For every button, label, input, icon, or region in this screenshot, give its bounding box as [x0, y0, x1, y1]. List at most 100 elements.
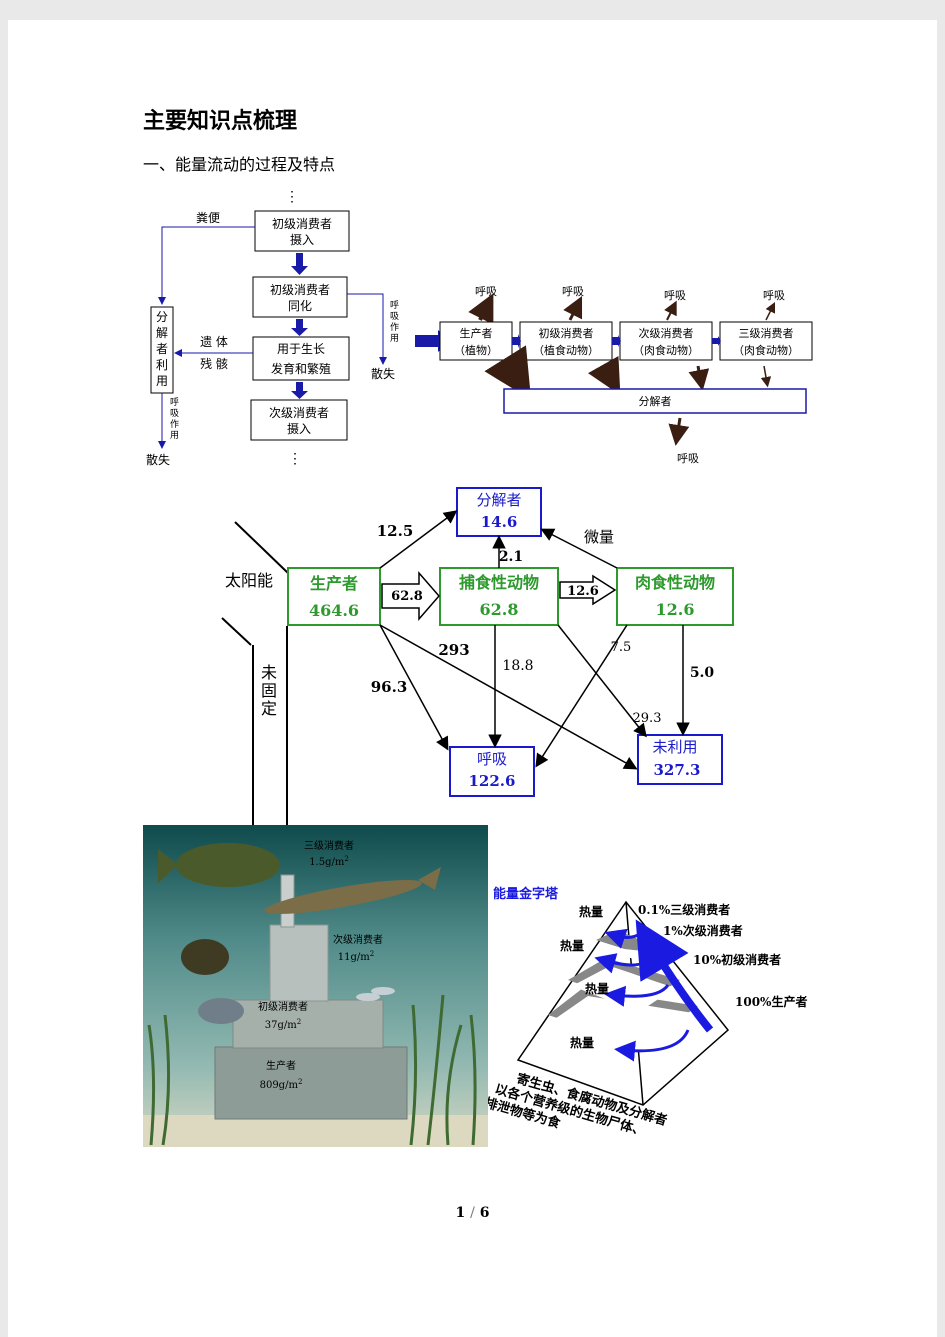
resp-label-2: 呼吸	[562, 285, 584, 298]
box4-line2: 摄入	[287, 421, 311, 436]
box1-line2: 摄入	[290, 232, 314, 247]
chain-box3-line2: （肉食动物）	[633, 343, 699, 357]
box2-line2: 同化	[288, 299, 312, 313]
unused-label: 未利用	[652, 738, 697, 756]
arrow-down-icon	[291, 266, 308, 275]
chain-box-tertiary	[719, 321, 813, 361]
hollow-arrow-62-8	[381, 570, 440, 622]
chain-box1-line2: （植物）	[454, 343, 498, 357]
resp-value: 122.6	[469, 772, 516, 790]
value-29-3: 29.3	[633, 711, 662, 726]
energy-flow-diagram-quantitative: 太阳能 未固定 生产者 464.6 捕食性动物 62.8 肉食性动物 12.6 …	[221, 487, 734, 825]
value-2-1: 2.1	[499, 549, 523, 565]
box-secondary-intake	[250, 399, 348, 441]
tier-secondary: 1%次级消费者	[663, 923, 743, 938]
hollow-arrow-12-6	[559, 574, 617, 606]
decomp-label: 分解者	[476, 491, 521, 509]
aq-l2-label: 次级消费者	[333, 933, 383, 946]
producer-label: 生产者	[310, 574, 358, 593]
herb-value: 62.8	[480, 600, 519, 619]
aq-l1-label: 初级消费者	[258, 1000, 308, 1013]
heat-label-4: 热量	[570, 1035, 594, 1050]
sunlight-label: 太阳能	[225, 571, 273, 590]
pyramid-title: 能量金字塔	[493, 886, 559, 902]
energy-flow-diagram-consumer: ⋮ 初级消费者 摄入 初级消费者 同化 用于生长 发育和繁殖 次级消费者 摄入 …	[146, 189, 399, 467]
aq-l3-label: 三级消费者	[304, 839, 354, 852]
tier-producer: 100%生产者	[735, 994, 807, 1009]
box3-line2: 发育和繁殖	[271, 361, 331, 376]
value-12-6: 12.6	[567, 584, 599, 599]
energy-pyramid: 能量金字塔 热量 热量 热量 热量 0.1%三级消费者 1%次级消费者 10%初…	[488, 886, 807, 1139]
box-growth	[252, 336, 350, 381]
trace-label: 微量	[584, 528, 614, 546]
chain-box4-line2: （肉食动物）	[733, 343, 799, 357]
box4-line1: 次级消费者	[269, 406, 329, 420]
box3-line1: 用于生长	[277, 342, 325, 356]
heat-label-3: 热量	[585, 981, 609, 996]
resp-label-3: 呼吸	[664, 289, 686, 302]
decomposer-vertical: 分解者利用	[156, 310, 168, 388]
herb-label: 捕食性动物	[459, 573, 539, 592]
value-7-5: 7.5	[611, 640, 632, 655]
tier-primary: 10%初级消费者	[693, 952, 781, 967]
arrow-down-icon	[291, 328, 308, 336]
box-carnivore	[616, 567, 734, 626]
chain-bottom-resp: 呼吸	[677, 452, 699, 465]
box-producer	[287, 567, 381, 626]
bass-fish	[176, 843, 280, 887]
box-decomposer-q	[456, 487, 542, 537]
page-current: 1	[455, 1205, 466, 1221]
heat-label-2: 热量	[560, 938, 584, 953]
chain-decomposer-label: 分解者	[639, 394, 672, 408]
value-12-5: 12.5	[377, 522, 414, 540]
chain-box3-line1: 次级消费者	[639, 326, 694, 340]
value-96-3: 96.3	[371, 678, 408, 696]
energy-flow-arrow-icon	[635, 919, 714, 1033]
aq-l2-value: 11g/m2	[338, 950, 374, 963]
arrow-down-icon	[291, 391, 308, 399]
page-total: 6	[479, 1205, 490, 1221]
box-unused	[637, 734, 723, 785]
producer-value: 464.6	[309, 601, 359, 620]
carn-label: 肉食性动物	[635, 573, 715, 592]
sunfish	[198, 998, 244, 1024]
feces-label: 粪便	[196, 211, 220, 225]
turtle	[181, 939, 229, 975]
chain-box1-line1: 生产者	[460, 326, 493, 340]
not-fixed-vertical: 未固定	[261, 663, 277, 718]
box-predatory-animal	[439, 567, 559, 626]
aquarium-biomass-illustration: 三级消费者 1.5g/m2 次级消费者 11g/m2 初级消费者 37g/m2 …	[143, 825, 488, 1147]
aq-l3-value: 1.5g/m2	[309, 855, 349, 868]
heat-label-1: 热量	[579, 904, 603, 919]
section-title: 一、能量流动的过程及特点	[143, 155, 336, 174]
remains-1: 遗 体	[200, 335, 228, 349]
box-primary-assimilation	[252, 276, 348, 318]
resp-label-4: 呼吸	[763, 289, 785, 302]
resp-label-1: 呼吸	[475, 285, 497, 298]
energy-flow-diagram-chain: 呼吸 呼吸 呼吸 呼吸 生产者 （植物） 初级消费者 （植食动物） 次级消费者 …	[415, 285, 813, 465]
remains-2: 残 骸	[200, 357, 228, 371]
lost-label-right: 散失	[371, 366, 395, 381]
value-5-0: 5.0	[690, 665, 715, 681]
aq-l1-value: 37g/m2	[265, 1018, 301, 1031]
decomp-value: 14.6	[481, 513, 518, 531]
chain-decomposer-box	[503, 388, 807, 414]
chain-box2-line2: （植食动物）	[533, 343, 599, 357]
box-respiration-q	[449, 746, 535, 797]
value-18-8: 18.8	[502, 658, 533, 674]
tier-tertiary: 0.1%三级消费者	[638, 902, 730, 917]
respiration-vertical-right: 呼吸作用	[390, 300, 399, 344]
value-293: 293	[438, 641, 469, 659]
aq-l0-value: 809g/m2	[260, 1078, 303, 1091]
resp-label: 呼吸	[477, 750, 507, 768]
box2-line1: 初级消费者	[270, 283, 330, 297]
dots-top: ⋮	[285, 189, 299, 205]
gar-fish	[264, 879, 422, 915]
respiration-vertical-left: 呼吸作用	[170, 397, 179, 441]
value-62-8: 62.8	[391, 589, 423, 604]
box-primary-intake	[254, 210, 350, 252]
chain-box2-line1: 初级消费者	[539, 326, 594, 340]
aq-l0-label: 生产者	[266, 1059, 296, 1072]
page-title: 主要知识点梳理	[143, 109, 298, 134]
dots-bottom: ⋮	[288, 451, 302, 467]
